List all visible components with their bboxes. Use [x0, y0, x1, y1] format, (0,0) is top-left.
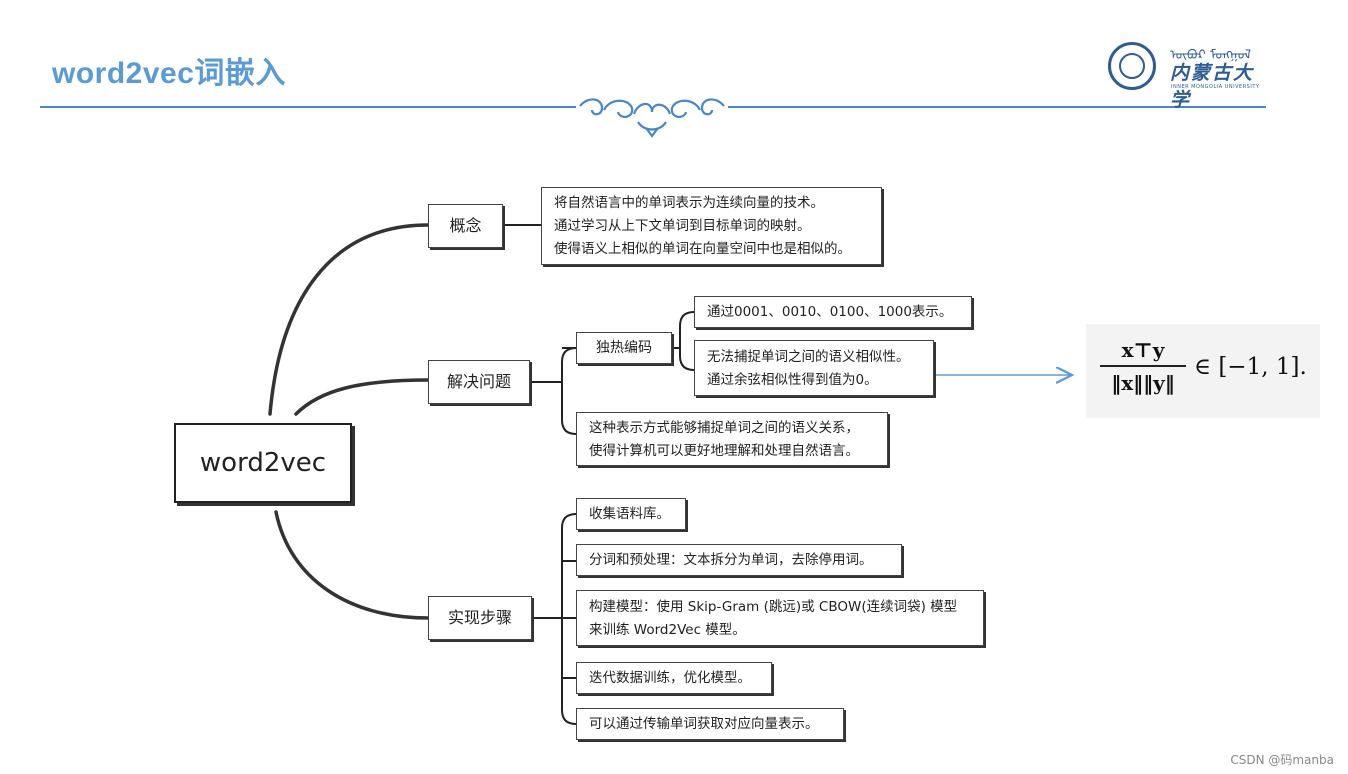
onehot-node: 独热编码: [576, 332, 672, 364]
onehot-example: 通过0001、0010、0100、1000表示。: [694, 296, 972, 328]
step-1-text: 收集语料库。: [589, 506, 670, 522]
formula-numerator: x⊤y: [1100, 338, 1186, 367]
connector-root-steps: [274, 510, 430, 620]
onehot-example-line: 通过0001、0010、0100、1000表示。: [707, 304, 953, 320]
formula-fraction: x⊤y ‖x‖‖y‖: [1100, 338, 1186, 395]
watermark: CSDN @码manba: [1230, 753, 1334, 767]
concept-line-1: 将自然语言中的单词表示为连续向量的技术。: [554, 195, 824, 211]
formula-range: ∈ [−1, 1].: [1194, 354, 1307, 380]
connector-root-concept: [268, 223, 430, 416]
logo-english-name: INNER MONGOLIA UNIVERSITY: [1171, 84, 1260, 90]
seal-icon: [1108, 42, 1156, 90]
problem-note-line-2: 使得计算机可以更好地理解和处理自然语言。: [589, 443, 859, 459]
step-3-line-2: 来训练 Word2Vec 模型。: [589, 622, 746, 638]
step-item: 收集语料库。: [576, 498, 686, 530]
step-item: 构建模型：使用 Skip-Gram (跳远)或 CBOW(连续词袋) 模型 来训…: [576, 590, 984, 646]
step-item: 可以通过传输单词获取对应向量表示。: [576, 708, 844, 740]
step-3-line-1: 构建模型：使用 Skip-Gram (跳远)或 CBOW(连续词袋) 模型: [589, 599, 958, 615]
connector-root-problem: [294, 378, 430, 416]
step-item: 分词和预处理：文本拆分为单词，去除停用词。: [576, 544, 902, 576]
branch-concept: 概念: [428, 204, 503, 248]
problem-note-line-1: 这种表示方式能够捕捉单词之间的语义关系，: [589, 420, 859, 436]
concept-description: 将自然语言中的单词表示为连续向量的技术。 通过学习从上下文单词到目标单词的映射。…: [541, 187, 882, 265]
scroll-ornament-icon: [576, 92, 728, 138]
step-2-text: 分词和预处理：文本拆分为单词，去除停用词。: [589, 552, 873, 568]
step-item: 迭代数据训练，优化模型。: [576, 662, 772, 694]
onehot-limitation-line-2: 通过余弦相似性得到值为0。: [707, 372, 878, 388]
concept-line-2: 通过学习从上下文单词到目标单词的映射。: [554, 218, 811, 234]
logo-chinese-name: 内蒙古大学: [1170, 62, 1255, 111]
logo-mongolian-text: ᠥᠪᠦᠷ ᠮᠣᠩᠭᠣᠯ: [1170, 48, 1251, 63]
step-4-text: 迭代数据训练，优化模型。: [589, 670, 751, 686]
onehot-limitation: 无法捕捉单词之间的语义相似性。 通过余弦相似性得到值为0。: [694, 340, 934, 396]
university-logo: ᠥᠪᠦᠷ ᠮᠣᠩᠭᠣᠯ 内蒙古大学 INNER MONGOLIA UNIVERS…: [1108, 40, 1268, 111]
branch-problem: 解决问题: [428, 360, 530, 404]
onehot-limitation-line-1: 无法捕捉单词之间的语义相似性。: [707, 349, 910, 365]
concept-line-3: 使得语义上相似的单词在向量空间中也是相似的。: [554, 241, 851, 257]
branch-steps: 实现步骤: [428, 596, 532, 640]
cosine-similarity-formula: x⊤y ‖x‖‖y‖ ∈ [−1, 1].: [1086, 324, 1320, 418]
page-title: word2vec词嵌入: [52, 57, 286, 90]
step-5-text: 可以通过传输单词获取对应向量表示。: [589, 716, 819, 732]
problem-note: 这种表示方式能够捕捉单词之间的语义关系， 使得计算机可以更好地理解和处理自然语言…: [576, 412, 888, 466]
root-node: word2vec: [174, 423, 352, 503]
formula-denominator: ‖x‖‖y‖: [1111, 371, 1175, 395]
